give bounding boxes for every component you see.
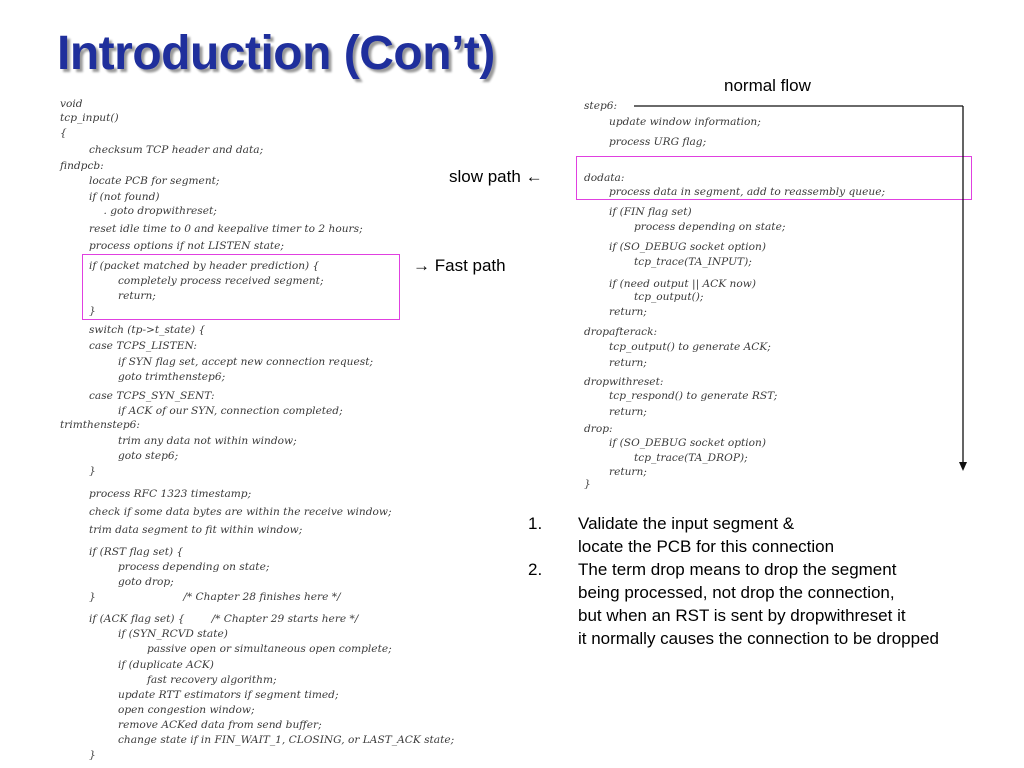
code-line: fast recovery algorithm;	[147, 674, 277, 686]
code-line: case TCPS_SYN_SENT:	[89, 390, 215, 402]
code-line: tcp_output();	[634, 291, 704, 303]
code-line: process URG flag;	[609, 136, 707, 148]
code-line: if (ACK flag set) { /* Chapter 29 starts…	[89, 613, 359, 625]
slow-path-annotation: slow path ←	[449, 167, 543, 187]
arrow-right-icon: →	[413, 256, 430, 275]
code-line: goto step6;	[118, 450, 179, 462]
code-line: . goto dropwithreset;	[103, 205, 217, 217]
code-line: if (SO_DEBUG socket option)	[609, 241, 767, 253]
code-line: if (duplicate ACK)	[118, 659, 214, 671]
code-line: goto drop;	[118, 576, 174, 588]
code-line: dodata:	[584, 172, 625, 184]
code-line: update window information;	[609, 116, 761, 128]
code-line: reset idle time to 0 and keepalive timer…	[89, 223, 363, 235]
fast-path-label: Fast path	[434, 256, 506, 275]
code-line: return;	[609, 357, 647, 369]
code-line: if (RST flag set) {	[89, 546, 184, 558]
code-line: process depending on state;	[118, 561, 270, 573]
note-number: 1.	[528, 514, 543, 533]
code-line: tcp_trace(TA_INPUT);	[634, 256, 752, 268]
code-line: completely process received segment;	[118, 275, 324, 287]
code-line: switch (tp->t_state) {	[89, 324, 206, 336]
fast-path-highlight-box	[82, 254, 400, 320]
code-line: passive open or simultaneous open comple…	[147, 643, 392, 655]
note-item: 1. Validate the input segment & locate the…	[528, 512, 1018, 558]
note-line: it normally causes the connection to be …	[578, 629, 940, 648]
code-line: trim any data not within window;	[118, 435, 297, 447]
code-line: tcp_trace(TA_DROP);	[634, 452, 748, 464]
code-line: step6:	[584, 100, 618, 112]
code-line: if (not found)	[89, 191, 160, 203]
code-line: dropafterack:	[584, 326, 658, 338]
code-line: process depending on state;	[634, 221, 786, 233]
slow-path-label: slow path	[449, 167, 521, 186]
note-line: locate the PCB for this connection	[578, 537, 835, 556]
code-line: update RTT estimators if segment timed;	[118, 689, 339, 701]
code-line: if (SYN_RCVD state)	[118, 628, 228, 640]
code-line: case TCPS_LISTEN:	[89, 340, 197, 352]
code-line: trim data segment to fit within window;	[89, 524, 303, 536]
code-line: return;	[609, 306, 647, 318]
code-line: }	[89, 749, 96, 761]
code-line: void	[60, 98, 83, 110]
right-code-listing: step6: update window information; process …	[584, 100, 964, 490]
code-line: locate PCB for segment;	[89, 175, 220, 187]
code-line: return;	[609, 406, 647, 418]
code-line: checksum TCP header and data;	[89, 144, 264, 156]
code-line: if (FIN flag set)	[609, 206, 692, 218]
note-line: The term drop means to drop the segment	[578, 560, 897, 579]
code-line: if SYN flag set, accept new connection r…	[118, 356, 374, 368]
explanation-notes: 1. Validate the input segment & locate the…	[528, 512, 1018, 650]
note-number: 2.	[528, 560, 543, 579]
code-line: check if some data bytes are within the …	[89, 506, 392, 518]
code-line: remove ACKed data from send buffer;	[118, 719, 322, 731]
code-line: {	[60, 127, 67, 139]
code-line: if (packet matched by header prediction)…	[89, 260, 320, 272]
code-line: process options if not LISTEN state;	[89, 240, 284, 252]
code-line: goto trimthenstep6;	[118, 371, 226, 383]
code-line: return;	[609, 466, 647, 478]
code-line: if (SO_DEBUG socket option)	[609, 437, 767, 449]
note-line: Validate the input segment &	[578, 514, 795, 533]
code-line: return;	[118, 290, 156, 302]
slow-path-highlight-box	[576, 156, 972, 200]
code-line: drop:	[584, 423, 613, 435]
note-item: 2. The term drop means to drop the segmen…	[528, 558, 1018, 650]
code-line: tcp_input()	[60, 112, 119, 124]
code-line: }	[584, 478, 591, 490]
note-line: being processed, not drop the connection…	[578, 583, 895, 602]
code-line: process RFC 1323 timestamp;	[89, 488, 252, 500]
normal-flow-label: normal flow	[724, 76, 811, 95]
left-code-listing: void tcp_input() { checksum TCP header and …	[60, 98, 540, 766]
code-line: change state if in FIN_WAIT_1, CLOSING, …	[118, 734, 455, 746]
code-line: if ACK of our SYN, connection completed;	[118, 405, 343, 417]
arrow-left-icon: ←	[525, 167, 543, 186]
code-line: } /* Chapter 28 finishes here */	[89, 591, 341, 603]
code-line: tcp_output() to generate ACK;	[609, 341, 771, 353]
code-line: open congestion window;	[118, 704, 255, 716]
code-line: }	[89, 465, 96, 477]
fast-path-annotation: → Fast path	[413, 256, 506, 276]
note-line: but when an RST is sent by dropwithreset…	[578, 606, 906, 625]
code-line: dropwithreset:	[584, 376, 664, 388]
code-line: tcp_respond() to generate RST;	[609, 390, 778, 402]
code-line: process data in segment, add to reassemb…	[609, 186, 886, 198]
code-line: if (need output || ACK now)	[609, 278, 756, 290]
code-line: trimthenstep6:	[60, 419, 140, 431]
slide-title: Introduction (Con’t)	[57, 27, 495, 80]
code-line: findpcb:	[60, 160, 104, 172]
code-line: }	[89, 305, 96, 317]
